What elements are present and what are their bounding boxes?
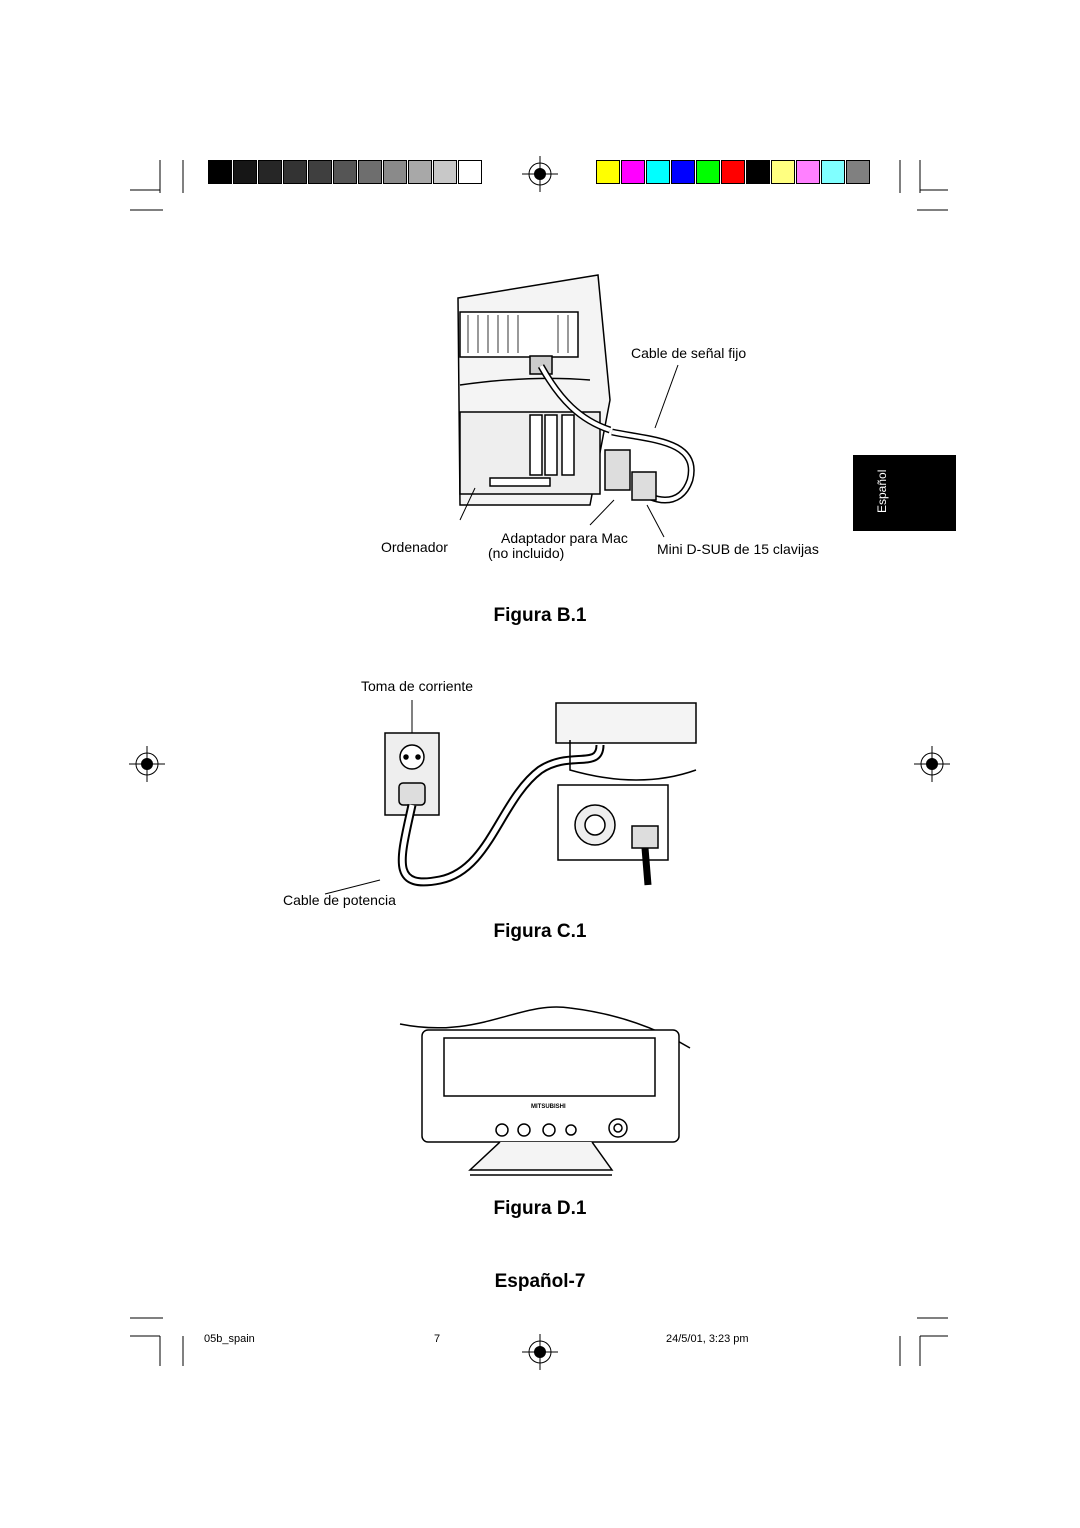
gray-swatch-4 xyxy=(308,160,332,184)
registration-target-left xyxy=(129,746,165,782)
gray-swatch-8 xyxy=(408,160,432,184)
connector-label: Mini D-SUB de 15 clavijas xyxy=(657,541,819,557)
gray-swatch-0 xyxy=(208,160,232,184)
gray-swatch-7 xyxy=(383,160,407,184)
page-number-label: Español-7 xyxy=(494,1271,586,1292)
figure-b-illustration xyxy=(457,274,695,538)
registration-target-right xyxy=(914,746,950,782)
color-swatch-5 xyxy=(721,160,745,184)
color-swatch-10 xyxy=(846,160,870,184)
registration-target-bottom xyxy=(522,1334,558,1370)
adapter-label-line1: Adaptador para Mac xyxy=(501,530,628,546)
color-swatch-7 xyxy=(771,160,795,184)
monitor-brand-logo: MITSUBISHI xyxy=(531,1104,566,1110)
language-tab: Español xyxy=(853,455,956,531)
adapter-label-line2: (no incluido) xyxy=(488,545,565,561)
footer-page: 7 xyxy=(434,1333,441,1345)
figure-c-caption: Figura C.1 xyxy=(493,921,587,942)
gray-swatch-3 xyxy=(283,160,307,184)
color-swatch-8 xyxy=(796,160,820,184)
color-swatch-0 xyxy=(596,160,620,184)
footer-file: 05b_spain xyxy=(204,1333,255,1345)
figure-d-illustration xyxy=(399,1006,691,1176)
color-swatch-4 xyxy=(696,160,720,184)
gray-swatch-5 xyxy=(333,160,357,184)
color-swatch-3 xyxy=(671,160,695,184)
signal-cable-label: Cable de señal fijo xyxy=(631,345,747,361)
computer-label: Ordenador xyxy=(381,539,448,555)
power-cable-label: Cable de potencia xyxy=(283,892,396,908)
figure-d-caption: Figura D.1 xyxy=(493,1198,587,1219)
gray-swatch-9 xyxy=(433,160,457,184)
color-swatch-2 xyxy=(646,160,670,184)
color-swatch-9 xyxy=(821,160,845,184)
grayscale-color-bar xyxy=(208,160,483,184)
registration-target-top xyxy=(522,156,558,192)
color-swatch-6 xyxy=(746,160,770,184)
color-swatch-bar xyxy=(596,160,871,184)
figure-c-illustration xyxy=(324,700,697,895)
language-tab-label: Español xyxy=(875,469,889,513)
crop-marks xyxy=(130,160,948,1366)
gray-swatch-2 xyxy=(258,160,282,184)
outlet-label: Toma de corriente xyxy=(361,678,474,694)
gray-swatch-1 xyxy=(233,160,257,184)
color-swatch-1 xyxy=(621,160,645,184)
figure-b-caption: Figura B.1 xyxy=(493,605,587,626)
footer-date: 24/5/01, 3:23 pm xyxy=(666,1333,749,1345)
gray-swatch-6 xyxy=(358,160,382,184)
gray-swatch-10 xyxy=(458,160,482,184)
